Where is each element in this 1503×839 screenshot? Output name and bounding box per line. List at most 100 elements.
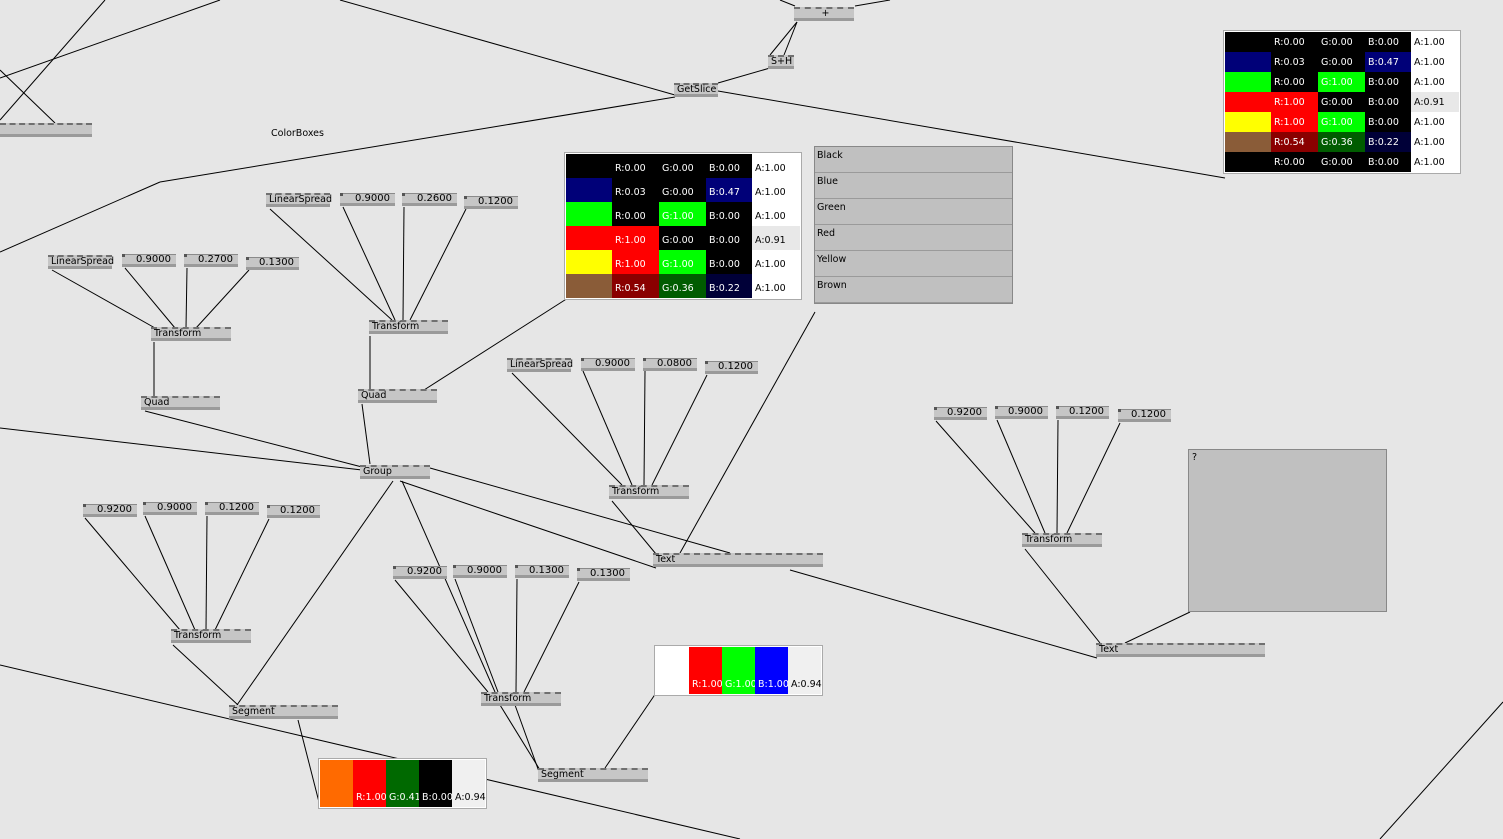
group-node[interactable]: Group (360, 465, 430, 479)
linearspread-node-3[interactable]: LinearSpread (507, 358, 573, 372)
value-box-a2[interactable]: 0.2700 (184, 254, 238, 267)
green-value: G:0.41 (386, 760, 421, 807)
quad-node-1[interactable]: Quad (141, 396, 220, 410)
value-box-f2[interactable]: 0.9000 (453, 565, 507, 578)
color-name-item[interactable]: Yellow (815, 251, 1012, 277)
value-box-b2[interactable]: 0.2600 (402, 193, 457, 206)
value-box-d4[interactable]: 0.1200 (1118, 409, 1171, 422)
value-box-b1[interactable]: 0.9000 (340, 193, 395, 206)
green-value: G:0.00 (659, 154, 706, 178)
red-value: R:0.03 (612, 178, 659, 202)
blue-value: B:0.00 (706, 226, 752, 250)
color-name-item[interactable]: Green (815, 199, 1012, 225)
segment-node-1[interactable]: Segment (229, 705, 338, 719)
sh-node[interactable]: S+H (768, 55, 794, 69)
red-value: R:0.00 (1271, 152, 1318, 172)
alpha-value: A:1.00 (752, 274, 800, 298)
color-swatch (1225, 72, 1271, 92)
green-value: G:1.00 (659, 202, 706, 226)
red-value: R:0.00 (612, 202, 659, 226)
value-box-c2[interactable]: 0.0800 (643, 358, 697, 371)
text-node-1[interactable]: Text (653, 553, 823, 567)
value-box-b3[interactable]: 0.1200 (464, 196, 518, 209)
blue-value: B:0.00 (1365, 112, 1411, 132)
color-swatch (566, 250, 612, 274)
segment-node-2[interactable]: Segment (538, 768, 648, 782)
blue-value: B:0.47 (706, 178, 752, 202)
green-value: G:0.00 (1318, 92, 1365, 112)
green-value: G:0.00 (1318, 52, 1365, 72)
value-box-a3[interactable]: 0.1300 (246, 257, 299, 270)
value-box-f4[interactable]: 0.1300 (577, 568, 630, 581)
value-box-d1[interactable]: 0.9200 (934, 407, 987, 420)
blue-value: B:0.00 (1365, 72, 1411, 92)
transform-node-2[interactable]: Transform (369, 320, 448, 334)
value-box-d2[interactable]: 0.9000 (995, 406, 1048, 419)
red-value: R:0.00 (1271, 72, 1318, 92)
alpha-value: A:1.00 (752, 202, 800, 226)
getslice-node[interactable]: GetSlice (674, 83, 718, 97)
alpha-value: A:0.94 (452, 760, 486, 807)
plus-node[interactable]: + (794, 7, 854, 21)
value-box-d3[interactable]: 0.1200 (1056, 406, 1109, 419)
text-output-box[interactable]: ? (1188, 449, 1387, 612)
color-name-item[interactable]: Black (815, 147, 1012, 173)
transform-node-6[interactable]: Transform (481, 692, 561, 706)
blue-value: B:0.00 (706, 202, 752, 226)
linearspread-node-2[interactable]: LinearSpread (266, 193, 332, 207)
quad-node-2[interactable]: Quad (358, 389, 437, 403)
blue-value: B:0.22 (706, 274, 752, 298)
text-node-2[interactable]: Text (1096, 643, 1265, 657)
value-box-c1[interactable]: 0.9000 (581, 358, 635, 371)
transform-node-5[interactable]: Transform (171, 629, 251, 643)
value-box-e3[interactable]: 0.1200 (205, 502, 259, 515)
red-value: R:0.54 (1271, 132, 1318, 152)
color-name-item[interactable]: Blue (815, 173, 1012, 199)
color-swatch (1225, 132, 1271, 152)
color-swatch (1225, 152, 1271, 172)
value-box-e1[interactable]: 0.9200 (83, 504, 137, 517)
blue-value: B:0.47 (1365, 52, 1411, 72)
transform-node-3[interactable]: Transform (609, 485, 689, 499)
blue-value: B:0.00 (1365, 32, 1411, 52)
transform-node-1[interactable]: Transform (151, 327, 231, 341)
red-value: R:1.00 (353, 760, 387, 807)
color-name-item[interactable]: Red (815, 225, 1012, 251)
alpha-value: A:1.00 (1411, 52, 1459, 72)
alpha-value: A:1.00 (752, 154, 800, 178)
value-box-e2[interactable]: 0.9000 (143, 502, 197, 515)
blue-value: B:0.00 (706, 250, 752, 274)
value-box-f3[interactable]: 0.1300 (515, 565, 569, 578)
linearspread-node-1[interactable]: LinearSpread (48, 255, 114, 269)
transform-node-4[interactable]: Transform (1022, 533, 1102, 547)
red-value: R:1.00 (612, 250, 659, 274)
blue-value: B:0.00 (1365, 152, 1411, 172)
color-name-item[interactable]: Brown (815, 277, 1012, 303)
partial-node[interactable] (0, 123, 92, 137)
red-value: R:1.00 (1271, 112, 1318, 132)
blue-value: B:1.00 (755, 647, 789, 694)
value-box-a1[interactable]: 0.9000 (122, 254, 176, 267)
value-box-c3[interactable]: 0.1200 (705, 361, 758, 374)
value-box-e4[interactable]: 0.1200 (267, 505, 320, 518)
green-value: G:1.00 (1318, 72, 1365, 92)
value-box-f1[interactable]: 0.9200 (393, 566, 447, 579)
